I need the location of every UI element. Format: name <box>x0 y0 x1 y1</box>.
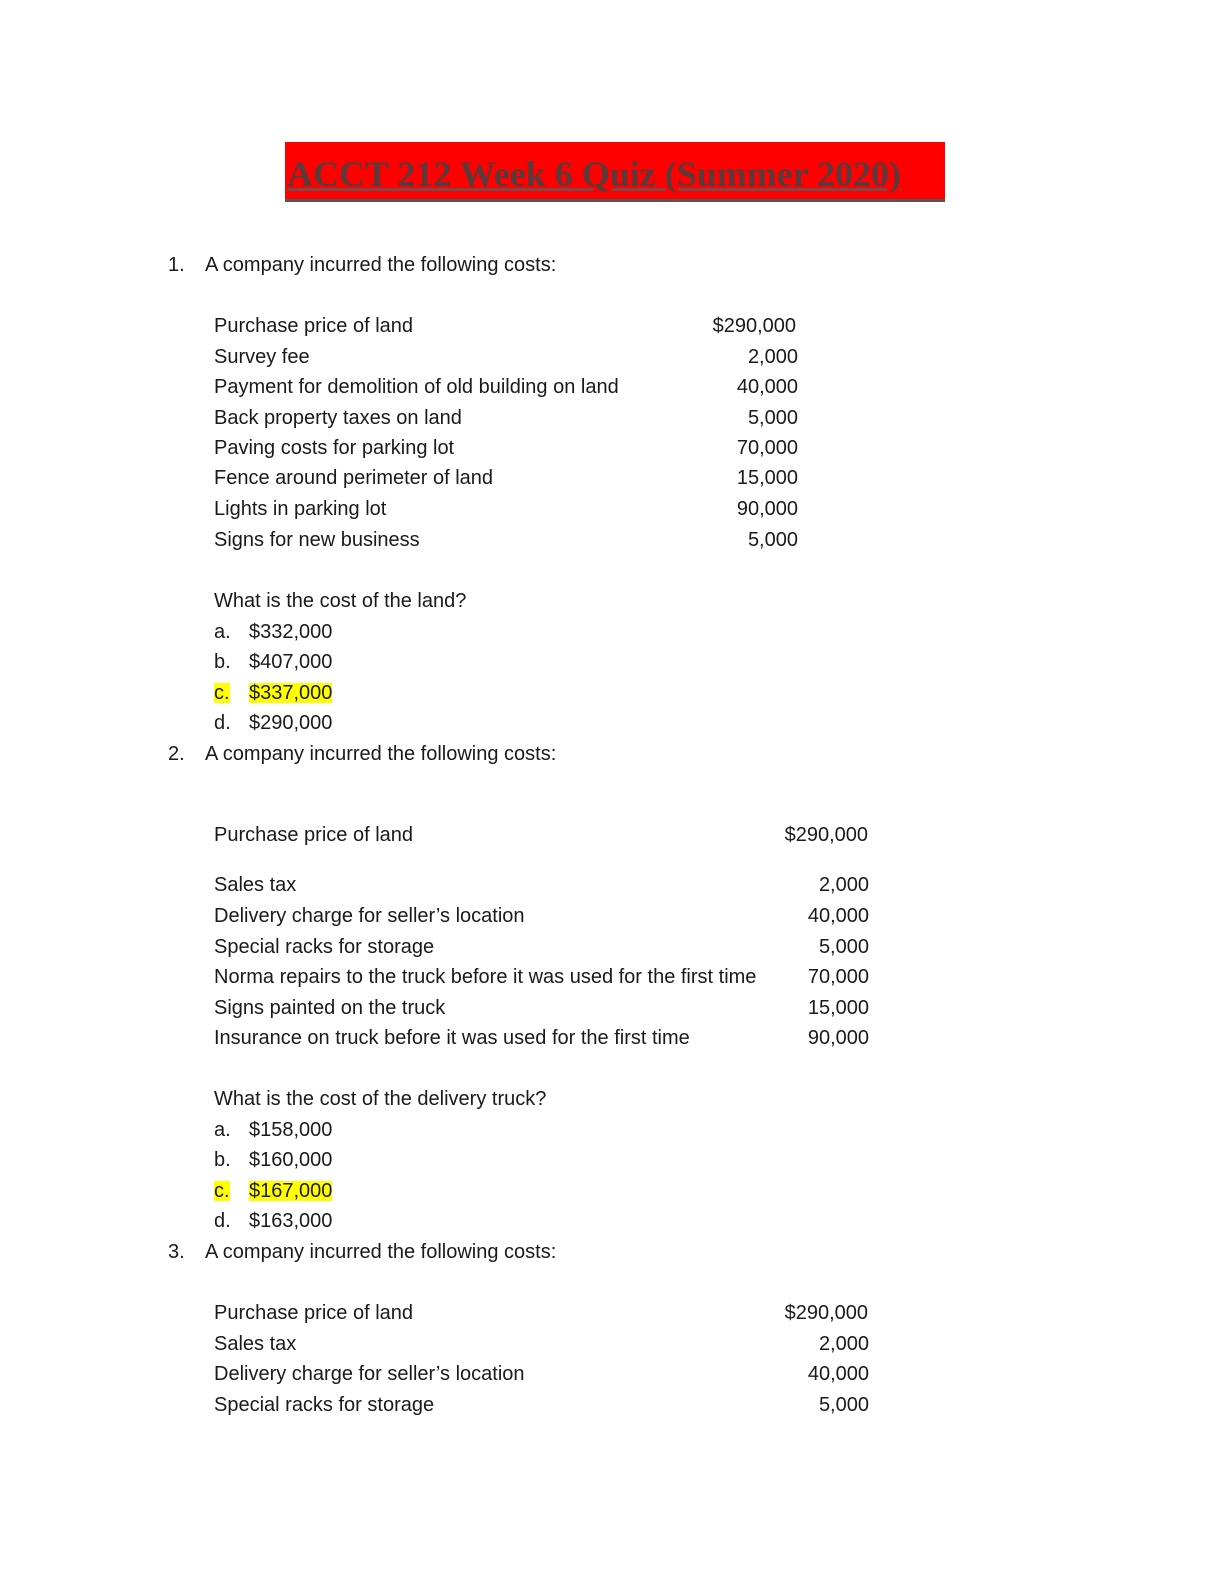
page-title: ACCT 212 Week 6 Quiz (Summer 2020) <box>287 154 902 194</box>
q2-choice-d-letter[interactable]: d. <box>214 1210 231 1232</box>
q1-choice-a-letter[interactable]: a. <box>214 621 231 643</box>
q2-choice-a[interactable]: $158,000 <box>249 1119 333 1141</box>
q1-cost-amount: 90,000 <box>736 498 798 520</box>
q1-cost-amount: 5,000 <box>747 529 798 551</box>
q3-cost-amount: $290,000 <box>784 1302 868 1324</box>
q2-cost-amount: $290,000 <box>784 824 868 846</box>
q2-cost-label: Special racks for storage <box>214 936 435 958</box>
q1-cost-label: Paving costs for parking lot <box>214 437 455 459</box>
q3-cost-amount: 40,000 <box>807 1363 869 1385</box>
q1-cost-amount: $290,000 <box>712 315 796 337</box>
q1-choice-c-highlighted[interactable]: $337,000 <box>249 682 333 704</box>
q1-cost-amount: 2,000 <box>747 346 798 368</box>
q2-choice-c-highlighted[interactable]: $167,000 <box>249 1180 333 1202</box>
q1-cost-label: Lights in parking lot <box>214 498 387 520</box>
q2-cost-amount: 2,000 <box>818 874 869 896</box>
q1-cost-label: Signs for new business <box>214 529 420 551</box>
q2-cost-label: Sales tax <box>214 874 297 896</box>
q2-cost-amount: 40,000 <box>807 905 869 927</box>
q2-cost-amount: 5,000 <box>818 936 869 958</box>
question-1-prompt: A company incurred the following costs: <box>205 254 557 276</box>
q1-question: What is the cost of the land? <box>214 590 467 612</box>
q1-cost-label: Back property taxes on land <box>214 407 462 429</box>
q3-cost-amount: 5,000 <box>818 1394 869 1416</box>
title-banner: ACCT 212 Week 6 Quiz (Summer 2020) <box>285 142 945 202</box>
q1-cost-label: Survey fee <box>214 346 310 368</box>
q2-cost-amount: 70,000 <box>807 966 869 988</box>
q2-cost-label: Delivery charge for seller’s location <box>214 905 525 927</box>
q2-cost-label: Signs painted on the truck <box>214 997 446 1019</box>
q2-cost-amount: 15,000 <box>807 997 869 1019</box>
q1-cost-amount: 5,000 <box>747 407 798 429</box>
question-2-prompt: A company incurred the following costs: <box>205 743 557 765</box>
q2-cost-label: Insurance on truck before it was used fo… <box>214 1027 690 1049</box>
question-3-prompt: A company incurred the following costs: <box>205 1241 557 1263</box>
q1-cost-label: Purchase price of land <box>214 315 414 337</box>
q2-choice-d[interactable]: $163,000 <box>249 1210 333 1232</box>
q1-choice-d[interactable]: $290,000 <box>249 712 333 734</box>
q2-choice-a-letter[interactable]: a. <box>214 1119 231 1141</box>
question-3-number: 3. <box>168 1241 185 1263</box>
question-2-number: 2. <box>168 743 185 765</box>
q1-cost-label: Payment for demolition of old building o… <box>214 376 619 398</box>
q1-cost-amount: 40,000 <box>736 376 798 398</box>
q1-cost-amount: 15,000 <box>736 467 798 489</box>
q2-choice-b-letter[interactable]: b. <box>214 1149 231 1171</box>
q1-choice-a[interactable]: $332,000 <box>249 621 333 643</box>
q2-question: What is the cost of the delivery truck? <box>214 1088 547 1110</box>
q3-cost-label: Special racks for storage <box>214 1394 435 1416</box>
q2-cost-amount: 90,000 <box>807 1027 869 1049</box>
q1-choice-b-letter[interactable]: b. <box>214 651 231 673</box>
q1-choice-b[interactable]: $407,000 <box>249 651 333 673</box>
q1-choice-d-letter[interactable]: d. <box>214 712 231 734</box>
q2-cost-label: Norma repairs to the truck before it was… <box>214 966 757 988</box>
q1-choice-c-letter[interactable]: c. <box>214 682 230 704</box>
q3-cost-label: Sales tax <box>214 1333 297 1355</box>
q3-cost-amount: 2,000 <box>818 1333 869 1355</box>
q3-cost-label: Purchase price of land <box>214 1302 414 1324</box>
question-1-number: 1. <box>168 254 185 276</box>
q2-choice-c-letter[interactable]: c. <box>214 1180 230 1202</box>
q1-cost-label: Fence around perimeter of land <box>214 467 494 489</box>
q1-cost-amount: 70,000 <box>736 437 798 459</box>
q3-cost-label: Delivery charge for seller’s location <box>214 1363 525 1385</box>
q2-choice-b[interactable]: $160,000 <box>249 1149 333 1171</box>
q2-cost-label: Purchase price of land <box>214 824 414 846</box>
